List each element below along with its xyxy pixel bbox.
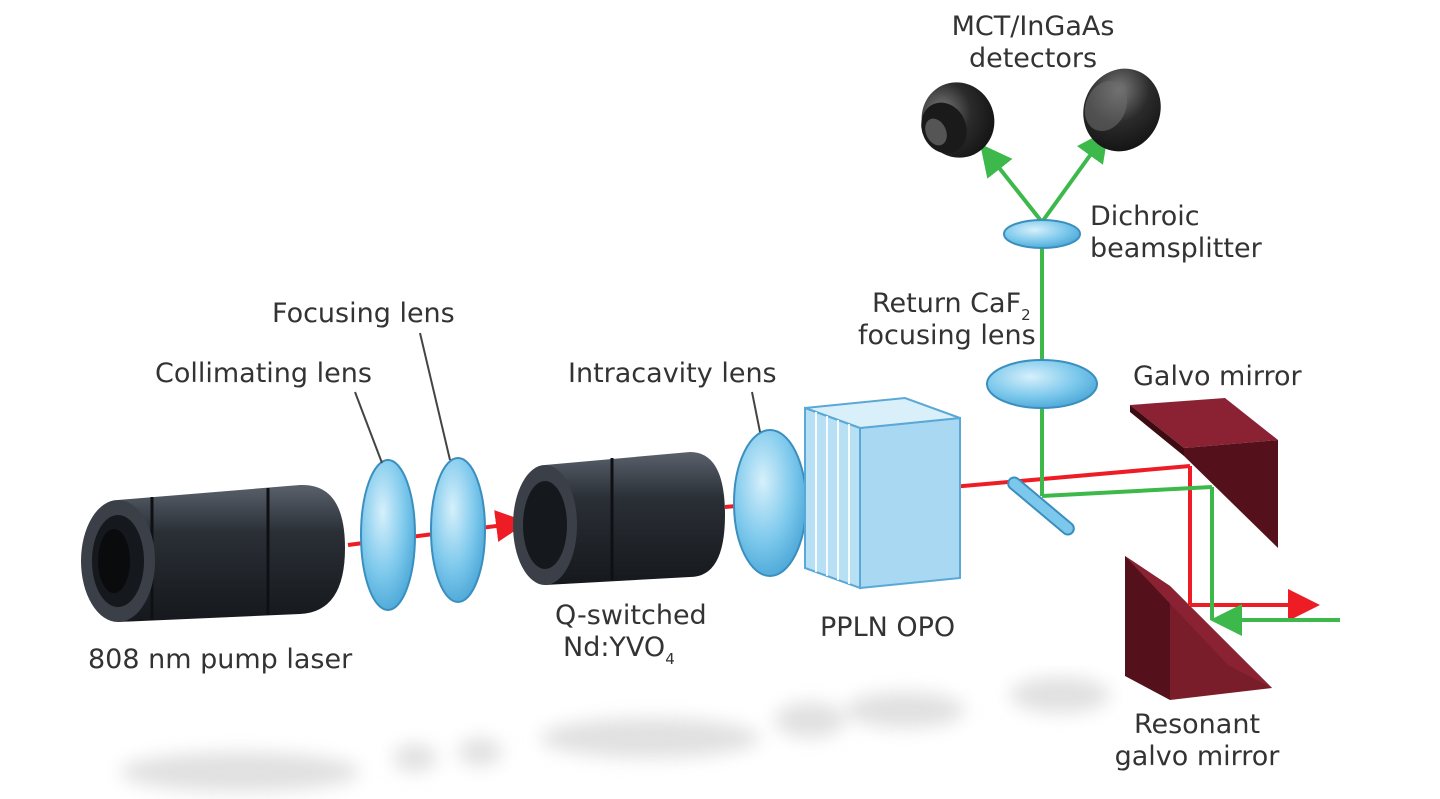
label-return-lens-1: Return CaF2 <box>872 288 1031 324</box>
collimating-lens <box>360 459 416 611</box>
dichroic-beamsplitter <box>1003 219 1081 249</box>
label-qswitched-2: Nd:YVO4 <box>563 632 675 668</box>
intracavity-lens <box>733 429 807 577</box>
label-return-lens-main: Return CaF <box>872 288 1021 319</box>
ppln-opo-crystal <box>804 396 961 590</box>
pump-laser <box>81 484 345 622</box>
galvo-mirror <box>1130 398 1278 548</box>
leader-lines <box>354 332 761 464</box>
label-focusing-lens: Focusing lens <box>272 298 455 329</box>
label-qswitched-sub: 4 <box>665 650 675 668</box>
return-caf2-lens <box>986 359 1098 409</box>
qswitched-laser <box>513 452 725 585</box>
label-collimating-lens: Collimating lens <box>155 358 372 389</box>
label-detectors-2: detectors <box>969 43 1097 74</box>
label-qswitched-main: Nd:YVO <box>563 632 665 663</box>
label-return-lens-2: focusing lens <box>858 320 1036 351</box>
label-galvo-mirror: Galvo mirror <box>1133 361 1303 392</box>
focusing-lens <box>430 457 486 603</box>
label-qswitched-1: Q-switched <box>555 600 707 631</box>
pickoff-mirror <box>1007 476 1075 536</box>
label-detectors-1: MCT/InGaAs <box>952 11 1115 42</box>
label-dichroic-2: beamsplitter <box>1090 233 1263 264</box>
label-dichroic-1: Dichroic <box>1090 201 1200 232</box>
label-resonant-1: Resonant <box>1134 709 1260 740</box>
label-resonant-2: galvo mirror <box>1115 741 1281 772</box>
green-beam <box>980 129 1340 636</box>
label-pump-laser: 808 nm pump laser <box>88 644 353 675</box>
label-ppln-opo: PPLN OPO <box>820 612 955 643</box>
label-intracavity-lens: Intracavity lens <box>568 358 777 389</box>
mct-detector-left <box>921 82 995 158</box>
label-return-lens-sub: 2 <box>1021 306 1031 324</box>
resonant-galvo-mirror <box>1125 556 1272 700</box>
floor-shadows <box>120 677 1110 792</box>
ingaas-detector-right <box>1083 68 1161 152</box>
